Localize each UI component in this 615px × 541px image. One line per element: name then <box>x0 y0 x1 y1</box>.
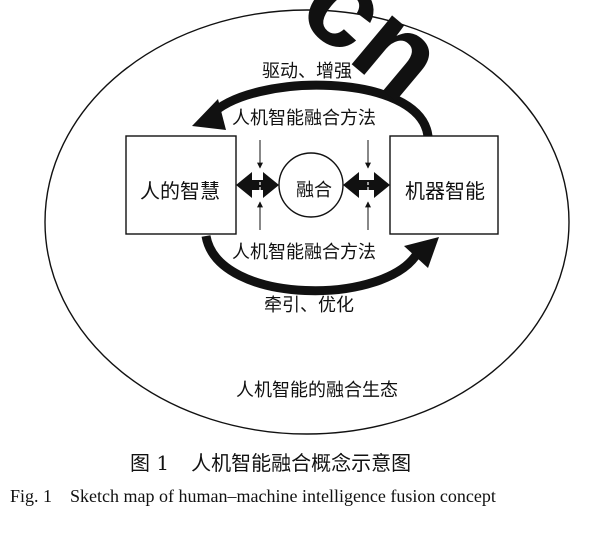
caption-en-number: Fig. 1 <box>10 486 53 506</box>
method-label-top: 人机智能融合方法 <box>232 108 376 129</box>
method-label-bottom: 人机智能融合方法 <box>232 242 376 263</box>
fusion-label: 融合 <box>296 180 332 201</box>
human-intelligence-label: 人的智慧 <box>140 179 220 203</box>
left-double-arrow <box>236 172 279 198</box>
ecology-ellipse <box>44 9 570 435</box>
bottom-curved-arrowhead <box>404 237 439 268</box>
fusion-ecology-label: 人机智能的融合生态 <box>236 380 398 401</box>
guide-optimize-label: 牵引、优化 <box>264 295 354 316</box>
right-double-arrow <box>343 172 390 198</box>
bottom-curved-arrow <box>201 234 422 296</box>
machine-box <box>389 135 499 235</box>
top-curved-arrow <box>206 80 433 138</box>
caption-cn-title: 人机智能融合概念示意图 <box>191 451 412 475</box>
top-curved-arrowhead <box>192 99 226 130</box>
caption-en-title: Sketch map of human–machine intelligence… <box>70 486 496 506</box>
human-box <box>125 135 237 235</box>
drive-enhance-label: 驱动、增强 <box>262 61 352 82</box>
machine-intelligence-label: 机器智能 <box>405 179 485 203</box>
caption-cn-number: 图 1 <box>130 451 170 475</box>
watermark: cn <box>277 0 470 120</box>
figure-caption-cn: 图 1 人机智能融合概念示意图 <box>130 447 411 476</box>
figure-caption-en: Fig. 1 Sketch map of human–machine intell… <box>10 486 496 507</box>
